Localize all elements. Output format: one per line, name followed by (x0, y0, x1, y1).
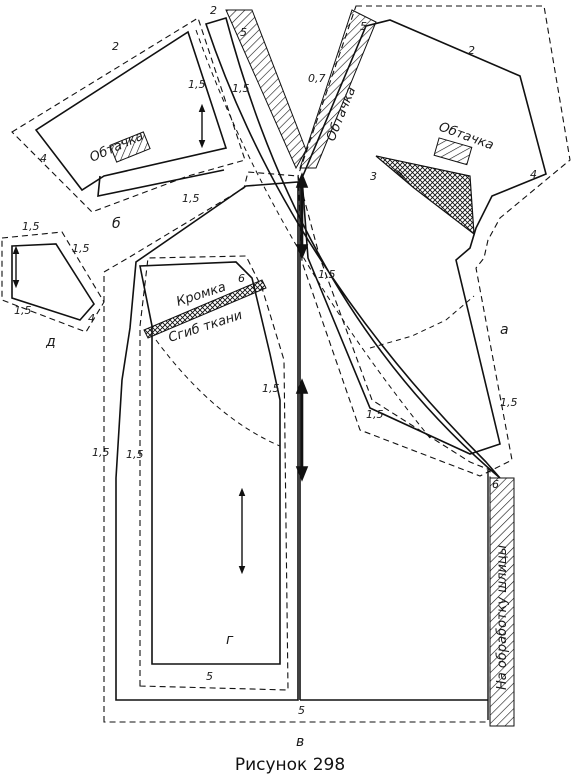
piece-a (297, 5, 571, 477)
neck-hatch (225, 9, 307, 170)
allowance-v-5-top: 5 (240, 26, 247, 39)
allowance-b-15-c: 1,5 (182, 192, 200, 205)
allowance-a-15-front: 1,5 (366, 408, 384, 421)
facing-hatch-b (109, 131, 151, 163)
piece-letter-b: б (112, 216, 121, 232)
piece-d (1, 231, 105, 333)
allowance-a-15-neck: 1,5 (318, 268, 336, 281)
allowance-g-5: 5 (206, 670, 213, 683)
facing-strip-a (299, 9, 377, 169)
allowance-v-5-hem: 5 (298, 704, 305, 717)
allowance-d-15-a: 1,5 (22, 220, 40, 233)
allowance-d-15-b: 1,5 (72, 242, 90, 255)
piece-letter-v: в (296, 734, 304, 750)
facing-hatch-a (433, 137, 473, 166)
allowance-a-5: 5 (360, 20, 367, 33)
piece-g (139, 255, 289, 691)
label-slit: На обработку шлицы (495, 545, 510, 690)
allowance-b-4: 4 (40, 152, 47, 165)
selvage-strip (143, 279, 267, 339)
allowance-d-15-c: 1,5 (14, 304, 32, 317)
piece-v (103, 9, 515, 727)
allowance-a-15-right: 1,5 (500, 396, 518, 409)
allowance-b-15-b: 1,5 (232, 82, 250, 95)
figure-caption: Рисунок 298 (235, 755, 345, 775)
allowance-a-6: 6 (492, 478, 499, 491)
allowance-d-4: 4 (88, 312, 95, 325)
allowance-g-6: 6 (238, 272, 245, 285)
allowance-a-3: 3 (370, 170, 377, 183)
piece-letter-d: д (45, 334, 56, 350)
allowance-a-07: 0,7 (308, 72, 326, 85)
allowance-v-15-b: 1,5 (126, 448, 144, 461)
allowance-b-15-a: 1,5 (188, 78, 206, 91)
allowance-v-15-a: 1,5 (92, 446, 110, 459)
slit-hatch (489, 477, 515, 727)
piece-b (11, 17, 246, 213)
allowance-a-4: 4 (530, 168, 537, 181)
allowance-v-2: 2 (210, 4, 217, 17)
allowance-b-2: 2 (112, 40, 119, 53)
piece-letter-g: г (226, 632, 234, 648)
allowance-a-2: 2 (468, 44, 475, 57)
piece-letter-a: а (500, 322, 509, 338)
allowance-g-15: 1,5 (262, 382, 280, 395)
underarm-gusset (375, 155, 475, 236)
